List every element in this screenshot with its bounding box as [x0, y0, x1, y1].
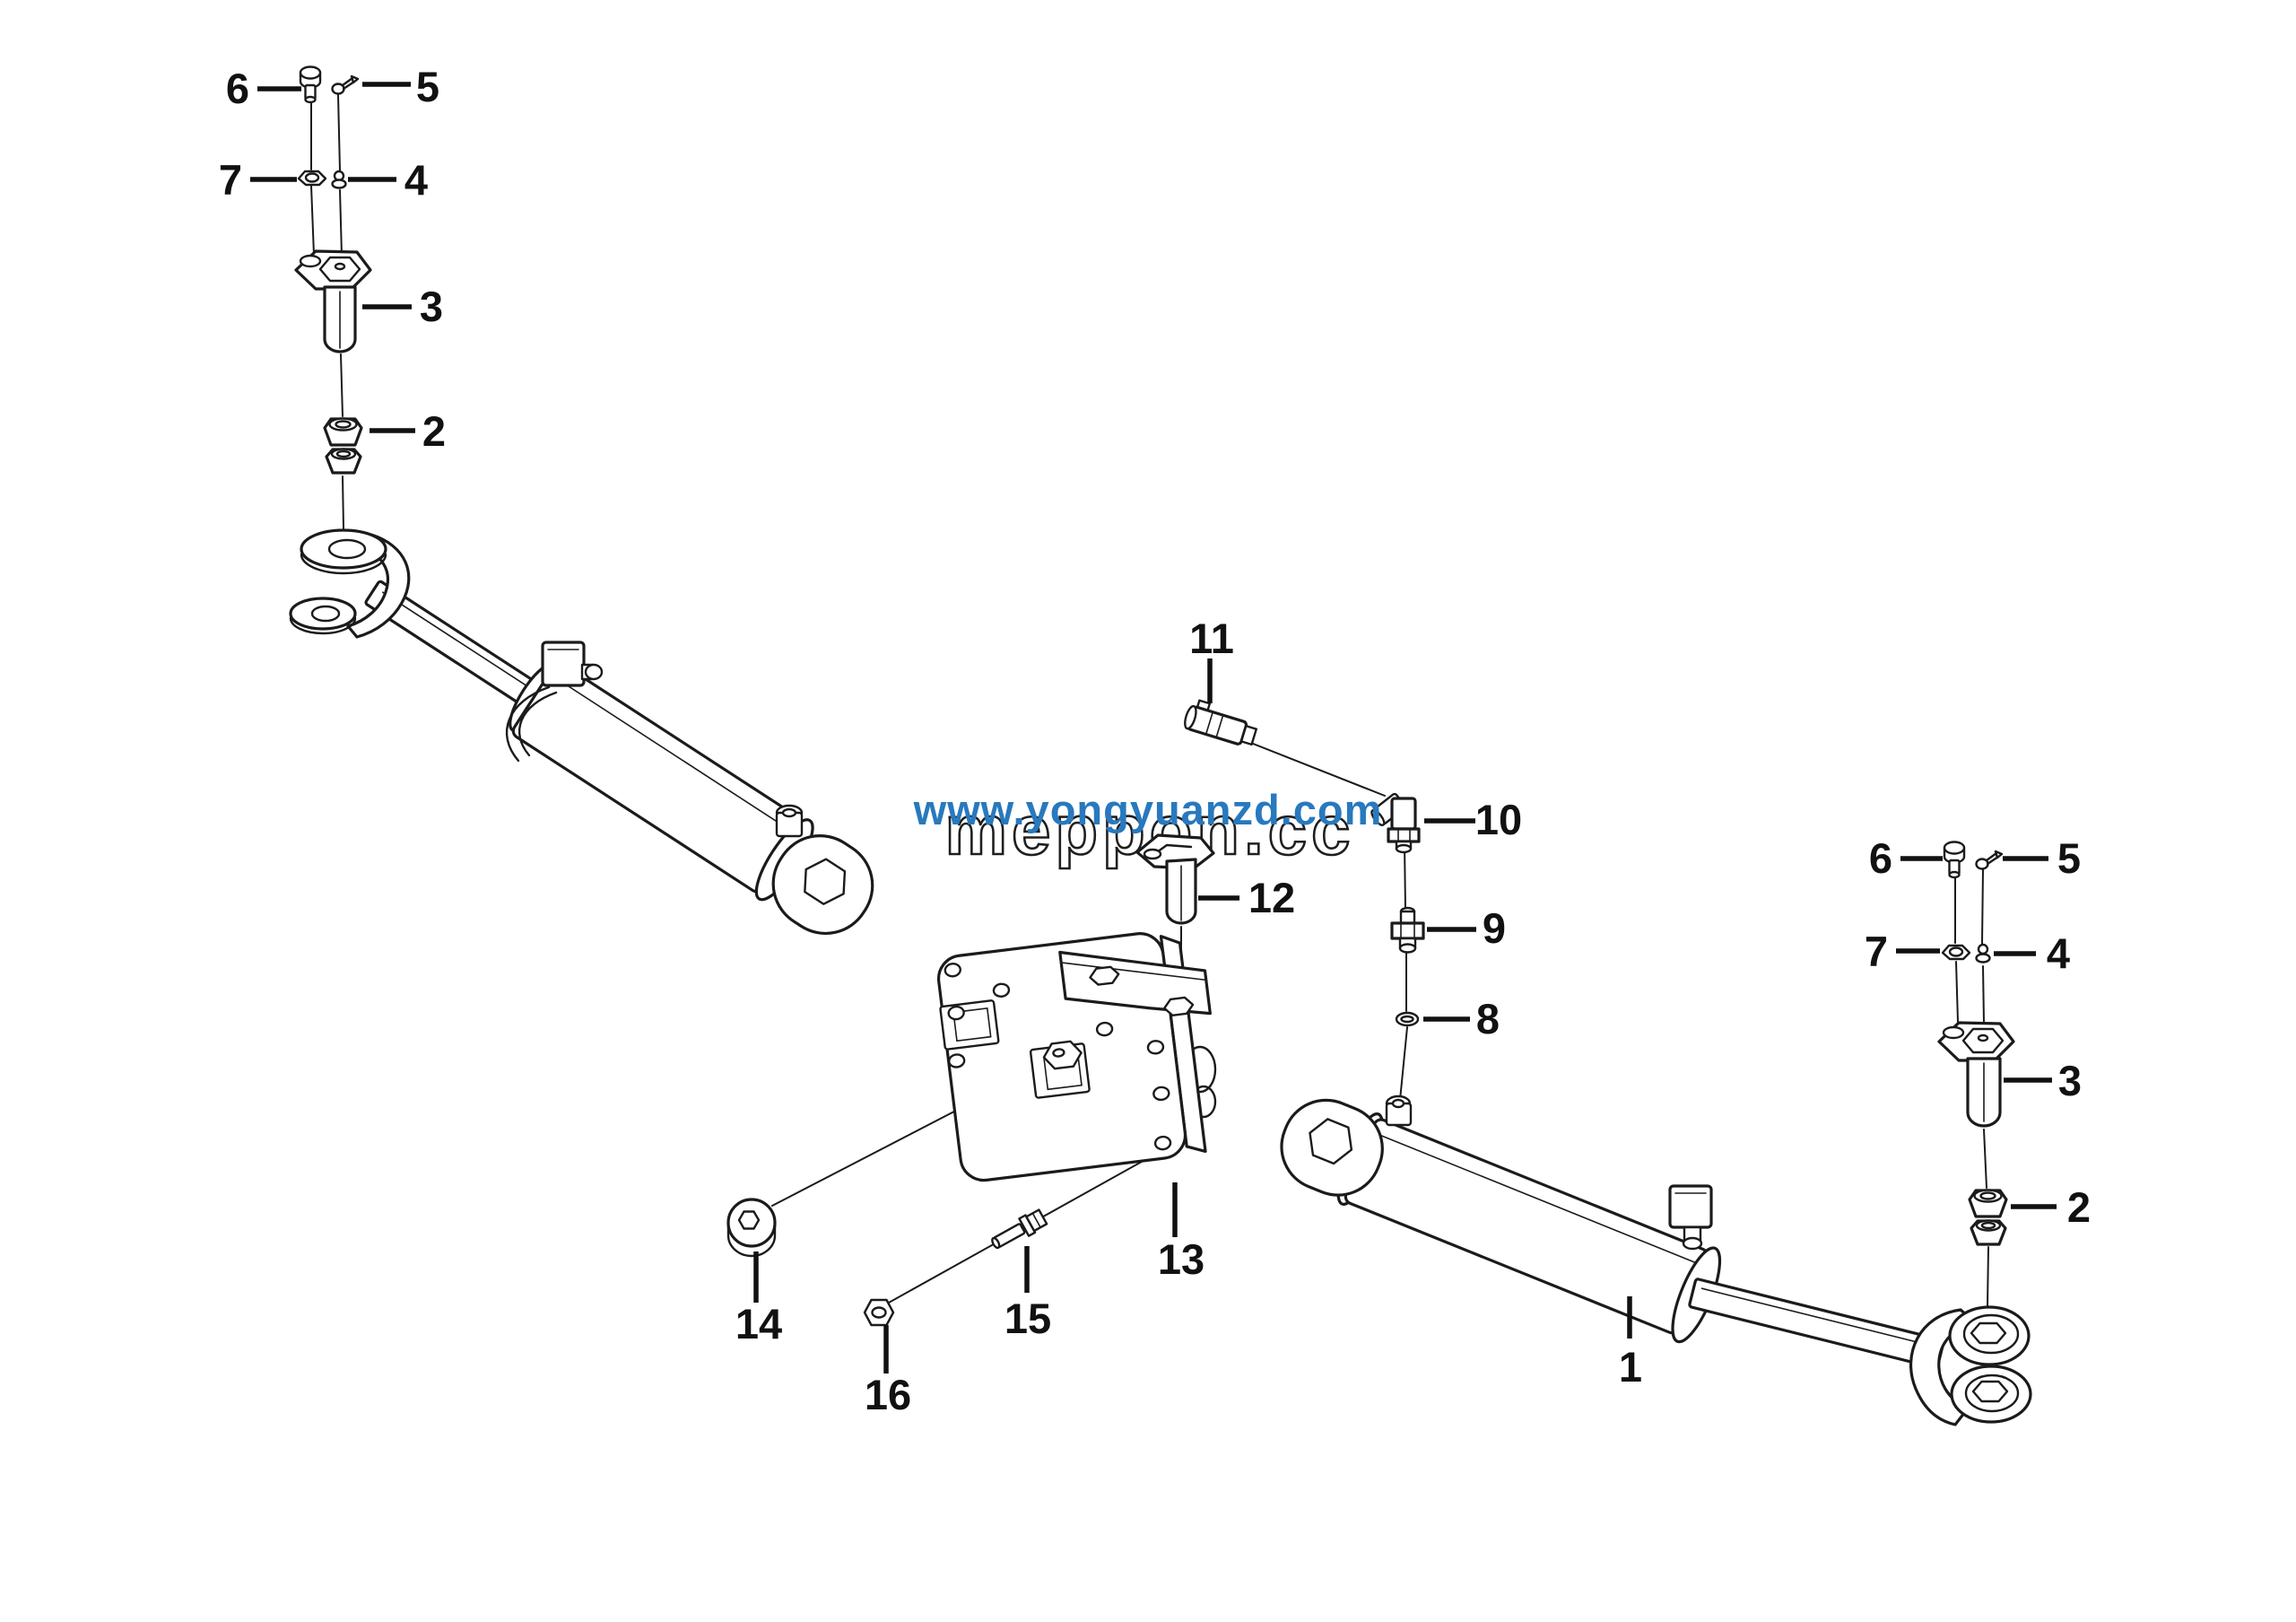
- callout-7: 7: [1865, 928, 1940, 975]
- cotter-pin-5-right: [1975, 850, 2004, 870]
- pin-3-left: [294, 249, 372, 353]
- rod-clevis-right: [1909, 1308, 1977, 1426]
- callout-6-number: 6: [226, 65, 249, 112]
- callout-9-number: 9: [1483, 904, 1506, 952]
- callout-5: 5: [2003, 834, 2081, 882]
- fitting-4-left: [331, 170, 347, 189]
- callout-6: 6: [1869, 834, 1943, 882]
- callout-3: 3: [2004, 1057, 2082, 1104]
- callout-9: 9: [1427, 904, 1506, 952]
- callout-4: 4: [1994, 929, 2070, 977]
- callout-5-number: 5: [416, 63, 439, 110]
- bolt-15: [991, 1208, 1048, 1250]
- bolt-6-left: [299, 65, 322, 104]
- nut-2-right-lower: [1970, 1219, 2007, 1246]
- callout-1: 1: [1619, 1296, 1642, 1391]
- callout-8-number: 8: [1476, 995, 1500, 1042]
- callout-11: 11: [1189, 615, 1234, 703]
- nut-2-right-upper: [1968, 1189, 2008, 1218]
- flange-hex-hole-2: [1163, 996, 1195, 1016]
- watermark-brand-text: meppon.cc: [945, 790, 1355, 869]
- callout-13-number: 13: [1158, 1235, 1205, 1283]
- flange-hex-hole-1: [1089, 965, 1120, 986]
- callout-12: 12: [1198, 874, 1295, 921]
- port-block-right: [1668, 1184, 1713, 1229]
- base-eye-hex-hole-right: [1309, 1118, 1353, 1165]
- callout-14-number: 14: [735, 1300, 782, 1347]
- callout-7-number: 7: [219, 156, 242, 204]
- callout-8: 8: [1423, 995, 1500, 1042]
- callout-3-number: 3: [2058, 1057, 2082, 1104]
- rod-clevis-left: [346, 533, 411, 639]
- nipple-fitting-9: [1390, 906, 1425, 954]
- pin-3-right: [1937, 1021, 2015, 1128]
- callout-7-number: 7: [1865, 928, 1888, 975]
- callout-2-number: 2: [422, 407, 446, 455]
- callout-3: 3: [362, 283, 443, 330]
- bracket-holes: [944, 963, 1172, 1151]
- steering-cylinder-left: [289, 528, 874, 936]
- callout-5-number: 5: [2057, 834, 2081, 882]
- washer-7-right: [1941, 944, 1971, 961]
- pin-12: [1135, 833, 1215, 925]
- callout-5: 5: [362, 63, 439, 110]
- callout-14: 14: [735, 1251, 782, 1347]
- plug-14: [726, 1198, 777, 1258]
- watermark-url-text: www.yongyuanzd.com: [913, 786, 1383, 833]
- callout-11-number: 11: [1189, 615, 1234, 662]
- clevis-lower-hex-right: [1971, 1380, 2009, 1403]
- bolt-6-right-head: [1943, 841, 1966, 855]
- bolt-6-left-head: [299, 65, 322, 80]
- nut-16: [863, 1298, 895, 1327]
- callout-4-number: 4: [404, 156, 428, 204]
- callout-6-number: 6: [1869, 834, 1892, 882]
- callout-6: 6: [226, 65, 301, 112]
- callout-2: 2: [2011, 1183, 2091, 1231]
- o-ring-8: [1395, 1011, 1420, 1027]
- callout-15-number: 15: [1004, 1295, 1051, 1342]
- elbow-fitting-10: [1370, 792, 1421, 854]
- piston-rod-right: [1688, 1278, 1945, 1370]
- barrel-right: [1344, 1118, 1709, 1335]
- callout-15: 15: [1004, 1246, 1051, 1342]
- callout-13: 13: [1158, 1182, 1205, 1283]
- callout-2: 2: [370, 407, 446, 455]
- clevis-upper-hex-right: [1970, 1321, 2007, 1345]
- cotter-pin-5-left: [331, 74, 360, 95]
- callout-4: 4: [348, 156, 428, 204]
- nut-2-left-upper: [323, 417, 363, 447]
- base-eye-hex-hole-left: [804, 858, 847, 905]
- nut-2-left-lower: [325, 448, 362, 475]
- clamp-strap-left: [505, 685, 551, 763]
- callout-10-number: 10: [1475, 796, 1522, 843]
- callout-2-number: 2: [2067, 1183, 2091, 1231]
- callout-7: 7: [219, 156, 297, 204]
- callout-3-number: 3: [420, 283, 443, 330]
- bolt-6-right: [1943, 841, 1966, 879]
- callout-12-number: 12: [1248, 874, 1295, 921]
- callout-16-number: 16: [865, 1371, 911, 1418]
- steering-cylinder-right: [1280, 1094, 2032, 1426]
- callout-10: 10: [1424, 796, 1522, 843]
- callout-1-number: 1: [1619, 1343, 1642, 1391]
- washer-7-left: [297, 170, 327, 187]
- callout-4-number: 4: [2047, 929, 2070, 977]
- mounting-bracket-13: [936, 932, 1212, 1182]
- fitting-11: [1184, 699, 1257, 746]
- barrel-left: [511, 662, 804, 894]
- callout-16: 16: [865, 1325, 911, 1418]
- fitting-4-right: [1975, 943, 1991, 964]
